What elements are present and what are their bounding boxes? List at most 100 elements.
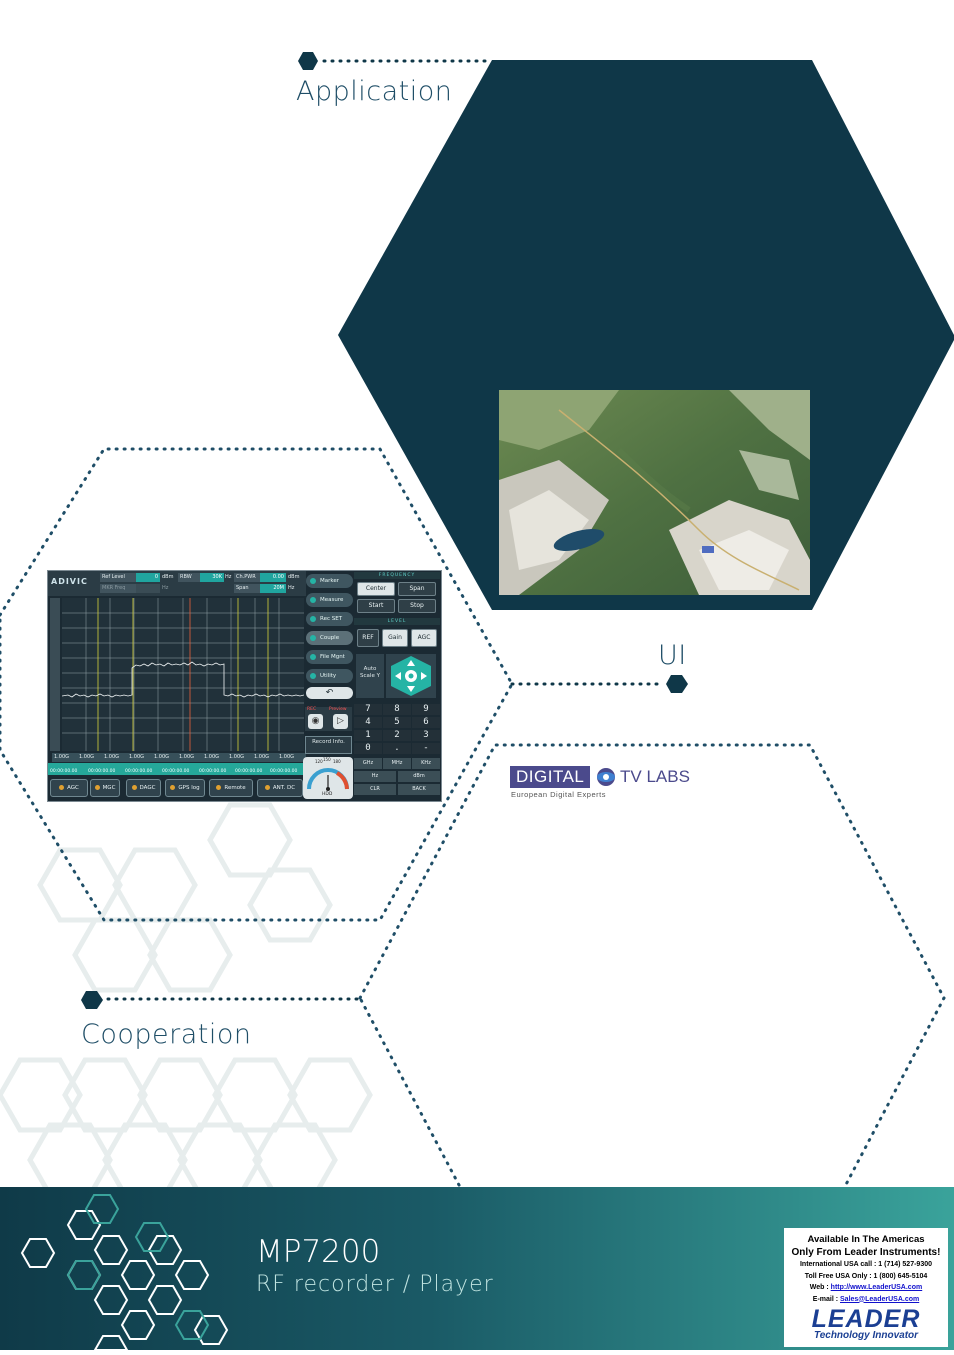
auto-scale-button[interactable]: Auto Scale Y	[356, 654, 384, 698]
playback-timeline[interactable]: 00:00:00.00 00:00:00.00 00:00:00.00 00:0…	[48, 763, 306, 775]
rbw-value[interactable]: 30K	[200, 573, 224, 582]
logo-eye-icon	[596, 767, 616, 787]
timeline-label: 00:00:00.00	[162, 769, 190, 774]
ant-dc-button[interactable]: ANT. DC	[257, 779, 303, 797]
stop-key[interactable]: Stop	[398, 599, 436, 613]
back-arrow-button[interactable]: ↶	[306, 687, 353, 699]
mkr-freq-label: MKR Freq	[100, 584, 136, 593]
record-info-button[interactable]: Record Info.	[305, 736, 352, 754]
x-label: 1.00G	[129, 754, 145, 760]
unit-ghz-key[interactable]: GHz	[354, 758, 382, 769]
led-icon	[310, 597, 316, 603]
led-icon	[310, 673, 316, 679]
measure-button[interactable]: Measure	[306, 593, 353, 607]
key-0[interactable]: 0	[354, 743, 382, 754]
key-1[interactable]: 1	[354, 730, 382, 741]
unit-dbm-key[interactable]: dBm	[398, 771, 440, 782]
gain-key[interactable]: Gain	[382, 629, 408, 647]
unit-hz-key[interactable]: Hz	[354, 771, 396, 782]
gauge-tick: 180	[333, 759, 341, 764]
gauge-tick: 120	[315, 759, 323, 764]
key-dot[interactable]: .	[383, 743, 411, 754]
status-dot-icon	[94, 785, 100, 790]
file-mgnt-button[interactable]: File Mgnt	[306, 650, 353, 664]
chpwr-value[interactable]: 0.00	[260, 573, 286, 582]
navigation-pad[interactable]	[386, 654, 436, 698]
mkr-freq-unit: Hz	[162, 585, 169, 591]
rec-set-button[interactable]: Rec SET	[306, 612, 353, 626]
start-key[interactable]: Start	[357, 599, 395, 613]
unit-khz-key[interactable]: KHz	[412, 758, 440, 769]
span-key[interactable]: Span	[398, 582, 436, 596]
chpwr-label: Ch.PWR	[234, 573, 260, 582]
spectrum-display	[61, 598, 305, 751]
mgc-button[interactable]: MGC	[90, 779, 120, 797]
ui-logo: ADIVIC	[51, 577, 88, 586]
key-7[interactable]: 7	[354, 704, 382, 715]
led-icon	[310, 578, 316, 584]
hdd-gauge: 150 120 180 HDD	[303, 757, 353, 799]
y-axis-bar	[50, 598, 60, 751]
remote-button[interactable]: Remote	[209, 779, 253, 797]
x-label: 1.00G	[154, 754, 170, 760]
availability-line: Available In The Americas	[807, 1234, 925, 1245]
record-button[interactable]: ◉	[308, 714, 323, 729]
ui-marker-icon	[666, 675, 688, 693]
web-link[interactable]: http://www.LeaderUSA.com	[830, 1284, 923, 1291]
timeline-label: 00:00:00.00	[199, 769, 227, 774]
x-label: 1.00G	[254, 754, 270, 760]
key-5[interactable]: 5	[383, 717, 411, 728]
key-8[interactable]: 8	[383, 704, 411, 715]
marker-button[interactable]: Marker	[306, 574, 353, 588]
product-name: MP7200	[256, 1234, 381, 1270]
key-4[interactable]: 4	[354, 717, 382, 728]
back-key[interactable]: BACK	[398, 784, 440, 795]
status-dot-icon	[59, 785, 65, 790]
exclusive-line: Only From Leader Instruments!	[791, 1247, 941, 1258]
gauge-tick: 150	[323, 757, 331, 762]
utility-button[interactable]: Utility	[306, 669, 353, 683]
ref-level-value[interactable]: 0	[136, 573, 160, 582]
web-line: Web : http://www.LeaderUSA.com	[809, 1284, 923, 1291]
span-value[interactable]: 20M	[260, 584, 286, 593]
play-icon: ▷	[337, 716, 344, 726]
timeline-label: 00:00:00.00	[270, 769, 298, 774]
key-minus[interactable]: -	[412, 743, 440, 754]
timeline-label: 00:00:00.00	[125, 769, 153, 774]
leader-tagline: Technology Innovator	[813, 1330, 919, 1341]
agc-key[interactable]: AGC	[411, 629, 437, 647]
intl-phone: International USA call : 1 (714) 527-930…	[799, 1261, 932, 1268]
key-2[interactable]: 2	[383, 730, 411, 741]
center-key[interactable]: Center	[357, 582, 395, 596]
x-axis-labels: 1.00G 1.00G 1.00G 1.00G 1.00G 1.00G 1.00…	[52, 753, 306, 762]
key-6[interactable]: 6	[412, 717, 440, 728]
gps-log-button[interactable]: GPS log	[165, 779, 205, 797]
ref-key[interactable]: REF	[357, 629, 379, 647]
led-icon	[310, 616, 316, 622]
logo-digital-text: DIGITAL	[510, 766, 591, 788]
timeline-label: 00:00:00.00	[88, 769, 116, 774]
key-9[interactable]: 9	[412, 704, 440, 715]
dagc-button[interactable]: DAGC	[126, 779, 161, 797]
faint-hex-pattern	[0, 802, 373, 1198]
mp7200-ui-screenshot: ADIVIC Ref Level 0 dBm RBW 30K Hz Ch.PWR…	[47, 570, 442, 802]
cooperation-title: Cooperation	[81, 1019, 252, 1050]
status-dot-icon	[170, 785, 176, 790]
mkr-freq-value[interactable]	[136, 584, 160, 593]
x-label: 1.00G	[104, 754, 120, 760]
span-unit: Hz	[288, 585, 295, 591]
frequency-header: FREQUENCY	[354, 572, 440, 579]
tollfree-phone: Toll Free USA Only : 1 (800) 645-5104	[804, 1272, 928, 1280]
agc-button[interactable]: AGC	[50, 779, 88, 797]
terrain-map-image	[499, 390, 810, 595]
status-dot-icon	[216, 785, 222, 790]
rec-preview-panel: REC Preview ◉ ▷	[305, 707, 352, 731]
key-3[interactable]: 3	[412, 730, 440, 741]
email-line: E-mail : Sales@LeaderUSA.com	[812, 1295, 920, 1303]
clr-key[interactable]: CLR	[354, 784, 396, 795]
couple-button[interactable]: Couple	[306, 631, 353, 645]
play-button[interactable]: ▷	[333, 714, 348, 729]
email-link[interactable]: Sales@LeaderUSA.com	[840, 1295, 920, 1303]
unit-mhz-key[interactable]: MHz	[383, 758, 411, 769]
ui-top-bar: ADIVIC Ref Level 0 dBm RBW 30K Hz Ch.PWR…	[48, 571, 306, 596]
